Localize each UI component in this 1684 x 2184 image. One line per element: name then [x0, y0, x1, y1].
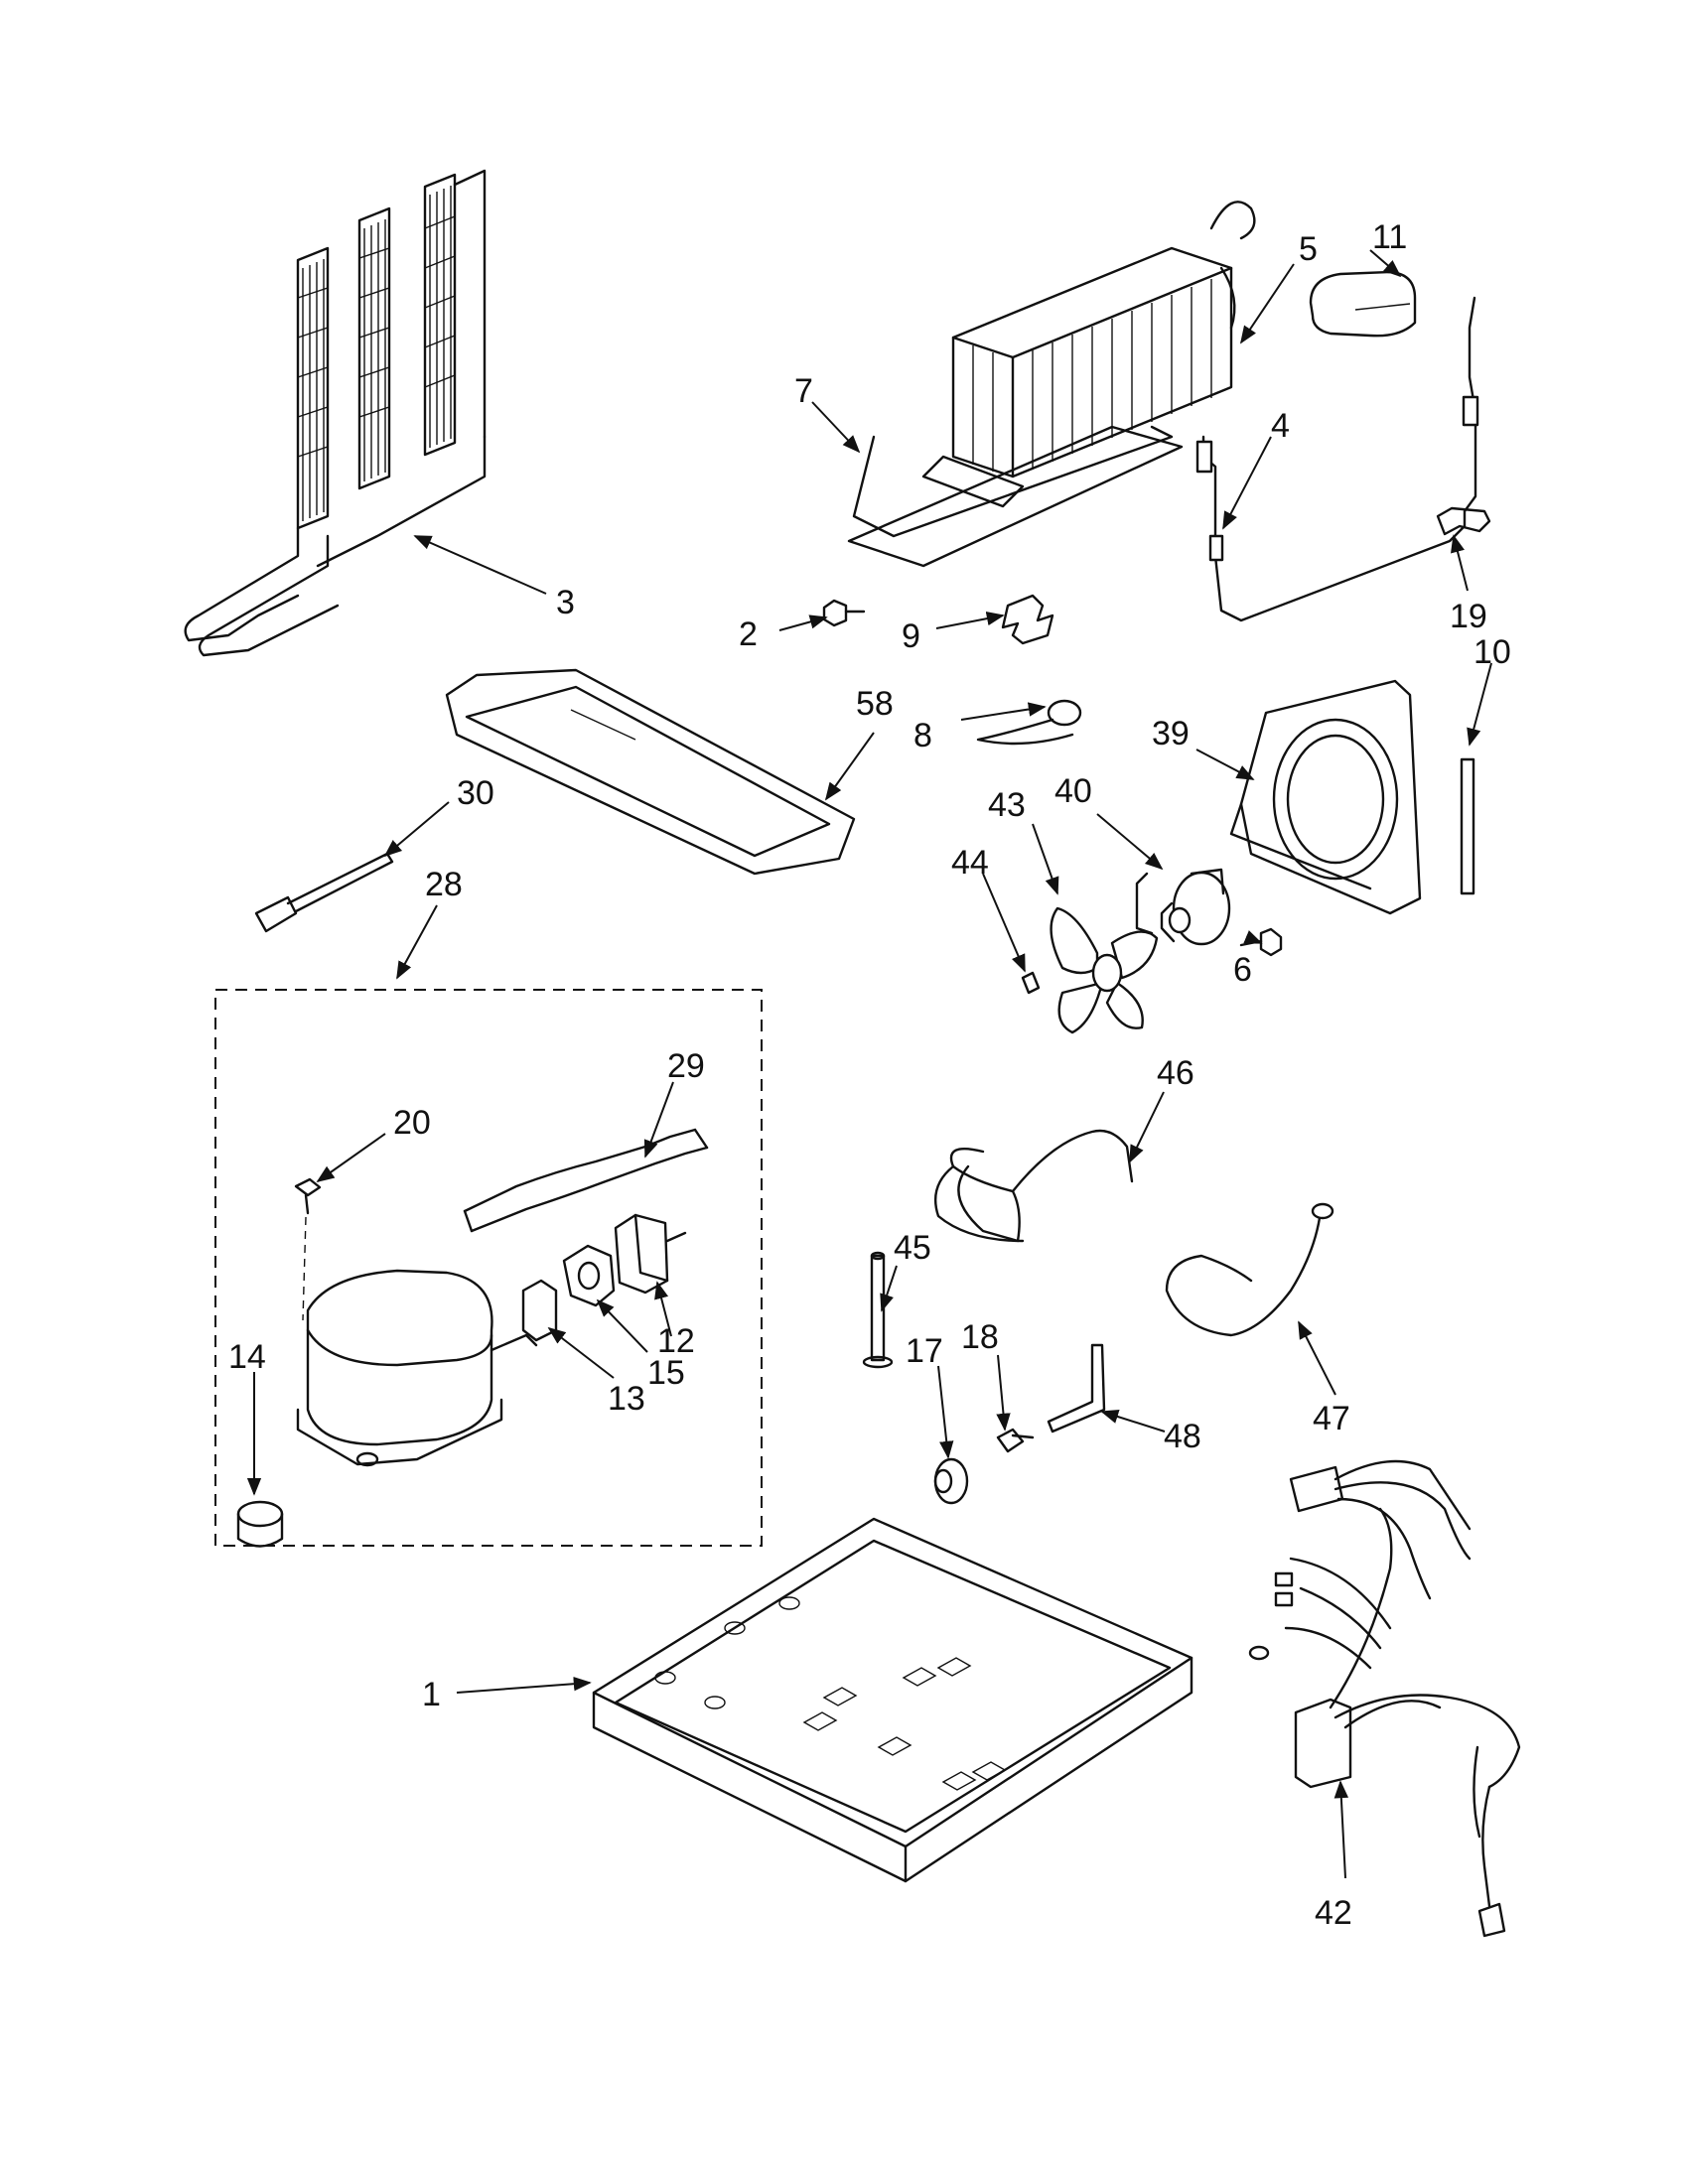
screw: [822, 599, 866, 627]
callout-14: 14: [228, 1338, 266, 1376]
callout-58: 58: [856, 685, 894, 723]
callout-15: 15: [647, 1354, 685, 1392]
callout-1: 1: [422, 1676, 441, 1713]
callout-4: 4: [1271, 407, 1290, 445]
roller-wheel: [933, 1457, 969, 1505]
condenser-coil: [184, 169, 487, 657]
leader-lines: [246, 249, 1492, 1879]
callout-43: 43: [988, 786, 1026, 824]
callout-28: 28: [425, 866, 463, 903]
compressor: [296, 1269, 538, 1467]
callout-44: 44: [951, 844, 989, 882]
bracket: [1001, 594, 1054, 645]
fan-clip: [1021, 971, 1041, 995]
base-frame: [592, 1517, 1193, 1883]
callout-17: 17: [906, 1332, 943, 1370]
wiring-harness: [1248, 1459, 1521, 1938]
relay-cover: [614, 1213, 687, 1295]
callout-30: 30: [457, 774, 494, 812]
suction-tube: [1165, 1202, 1334, 1337]
defrost-thermostat: [1195, 296, 1479, 622]
callout-5: 5: [1299, 230, 1318, 268]
callout-42: 42: [1315, 1894, 1352, 1932]
callout-39: 39: [1152, 715, 1190, 752]
mount-screw: [294, 1177, 322, 1321]
callout-3: 3: [556, 584, 575, 621]
fan-motor: [1135, 868, 1231, 946]
callout-labels: 1 2 3 4 5 6 7 8 9 10 11 12 13 14 15 17 1…: [228, 218, 1511, 1932]
start-relay: [562, 1244, 616, 1307]
callout-47: 47: [1313, 1400, 1350, 1437]
callout-45: 45: [894, 1229, 931, 1267]
evaporator: [921, 201, 1256, 508]
cable-tie: [254, 852, 394, 933]
strip: [1460, 757, 1475, 895]
elbow-tube: [1047, 1343, 1106, 1433]
callout-10: 10: [1474, 633, 1511, 671]
callout-46: 46: [1157, 1054, 1194, 1092]
discharge-tube: [933, 1129, 1134, 1243]
fan-blade: [1050, 906, 1159, 1034]
sensor: [976, 699, 1082, 746]
callout-48: 48: [1164, 1418, 1201, 1455]
callout-13: 13: [608, 1380, 645, 1418]
callout-12: 12: [657, 1322, 695, 1360]
wheel-axle: [996, 1428, 1035, 1453]
callout-9: 9: [902, 617, 920, 655]
callout-7: 7: [794, 372, 813, 410]
leveling-pin: [862, 1251, 894, 1369]
callout-40: 40: [1054, 772, 1092, 810]
filter-drier: [463, 1128, 709, 1233]
evaporator-heater: [852, 425, 1174, 538]
callout-8: 8: [913, 717, 932, 754]
callout-20: 20: [393, 1104, 431, 1142]
callout-29: 29: [667, 1047, 705, 1085]
compressor-kit-outline: [214, 989, 763, 1547]
callout-11: 11: [1372, 218, 1407, 256]
overload-protector: [521, 1279, 558, 1342]
grommet: [236, 1500, 284, 1548]
fan-shroud: [1229, 679, 1422, 915]
drain-pan: [445, 668, 856, 876]
callout-6: 6: [1233, 951, 1252, 989]
callout-18: 18: [961, 1318, 999, 1356]
cover-pad: [1309, 270, 1417, 338]
clip: [1436, 506, 1491, 536]
drain-trough: [847, 425, 1184, 568]
callout-2: 2: [739, 615, 758, 653]
callout-19: 19: [1450, 598, 1487, 635]
